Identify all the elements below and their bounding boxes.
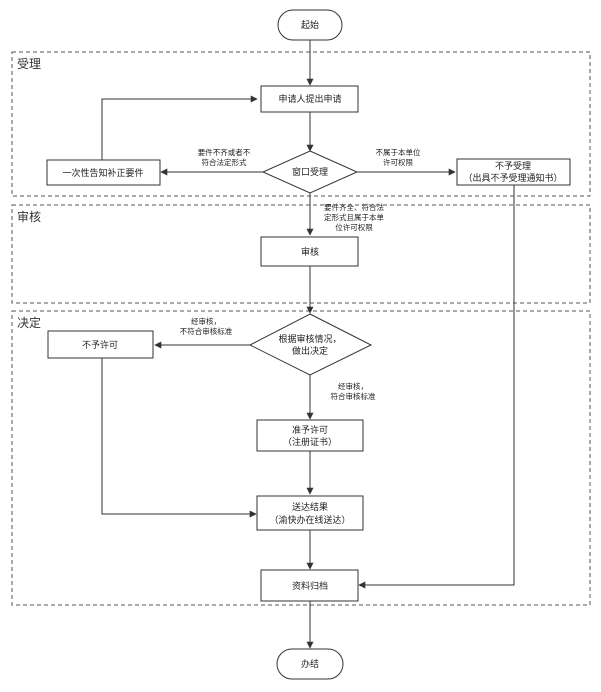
node-start-label: 起始 (301, 19, 319, 31)
node-reject: 不予受理 （出具不予受理通知书） (456, 158, 571, 186)
section-decide-box (11, 310, 591, 606)
edge-label-complete-3: 位许可权限 (335, 222, 373, 232)
node-grant-label-1: 准予许可 (292, 424, 328, 436)
edge-notify-apply (101, 95, 258, 160)
node-grant-label-2: （注册证书） (283, 436, 337, 448)
edge-label-complete-2: 定形式且属于本单 (324, 212, 384, 222)
node-deliver-label-2: （渝快办在线送达） (269, 514, 350, 526)
node-notify-label: 一次性告知补正要件 (62, 167, 143, 179)
edge-label-pass-2: 符合审核标准 (331, 391, 376, 401)
node-judge-label-1: 根据审核情况， (278, 333, 341, 345)
node-deliver-label-1: 送达结果 (292, 501, 328, 513)
edge-reject-archive (358, 185, 515, 589)
edge-label-incomplete-1: 要件不齐或者不 (198, 147, 251, 157)
edge-label-fail-2: 不符合审核标准 (180, 326, 233, 336)
section-accept-box (11, 51, 591, 197)
node-end: 办结 (276, 648, 344, 680)
node-end-label: 办结 (301, 658, 319, 670)
node-deny: 不予许可 (47, 330, 154, 359)
node-apply-label: 申请人提出申请 (278, 93, 341, 105)
node-start: 起始 (277, 9, 343, 41)
node-review-label: 审核 (301, 246, 319, 258)
section-review-title: 审核 (17, 209, 41, 224)
node-window-label: 窗口受理 (292, 166, 328, 178)
node-review: 审核 (260, 236, 359, 267)
node-notify: 一次性告知补正要件 (46, 159, 161, 186)
edge-label-fail-1: 经审核， (191, 316, 221, 326)
section-review-box (11, 204, 591, 304)
edge-label-outside-2: 许可权限 (383, 157, 413, 167)
node-grant: 准予许可 （注册证书） (256, 419, 364, 452)
node-archive-label: 资料归档 (292, 580, 328, 592)
edge-deny-deliver (101, 358, 257, 518)
node-deny-label: 不予许可 (82, 339, 118, 351)
section-accept-title: 受理 (17, 57, 41, 71)
edge-label-pass-1: 经审核， (338, 381, 368, 391)
node-judge-label-2: 做出决定 (292, 345, 328, 357)
node-deliver: 送达结果 （渝快办在线送达） (256, 495, 364, 531)
section-decide-title: 决定 (17, 315, 41, 330)
edge-label-complete-1: 要件齐全、符合法 (324, 202, 384, 212)
node-reject-label-1: 不予受理 (495, 160, 531, 172)
edge-label-incomplete-2: 符合法定形式 (202, 157, 247, 167)
node-reject-label-2: （出具不予受理通知书） (463, 172, 562, 184)
node-window: 窗口受理 (261, 150, 359, 194)
node-apply: 申请人提出申请 (260, 85, 359, 113)
edge-label-outside-1: 不属于本单位 (376, 147, 421, 157)
node-archive: 资料归档 (260, 569, 359, 602)
node-judge: 根据审核情况， 做出决定 (248, 313, 373, 376)
